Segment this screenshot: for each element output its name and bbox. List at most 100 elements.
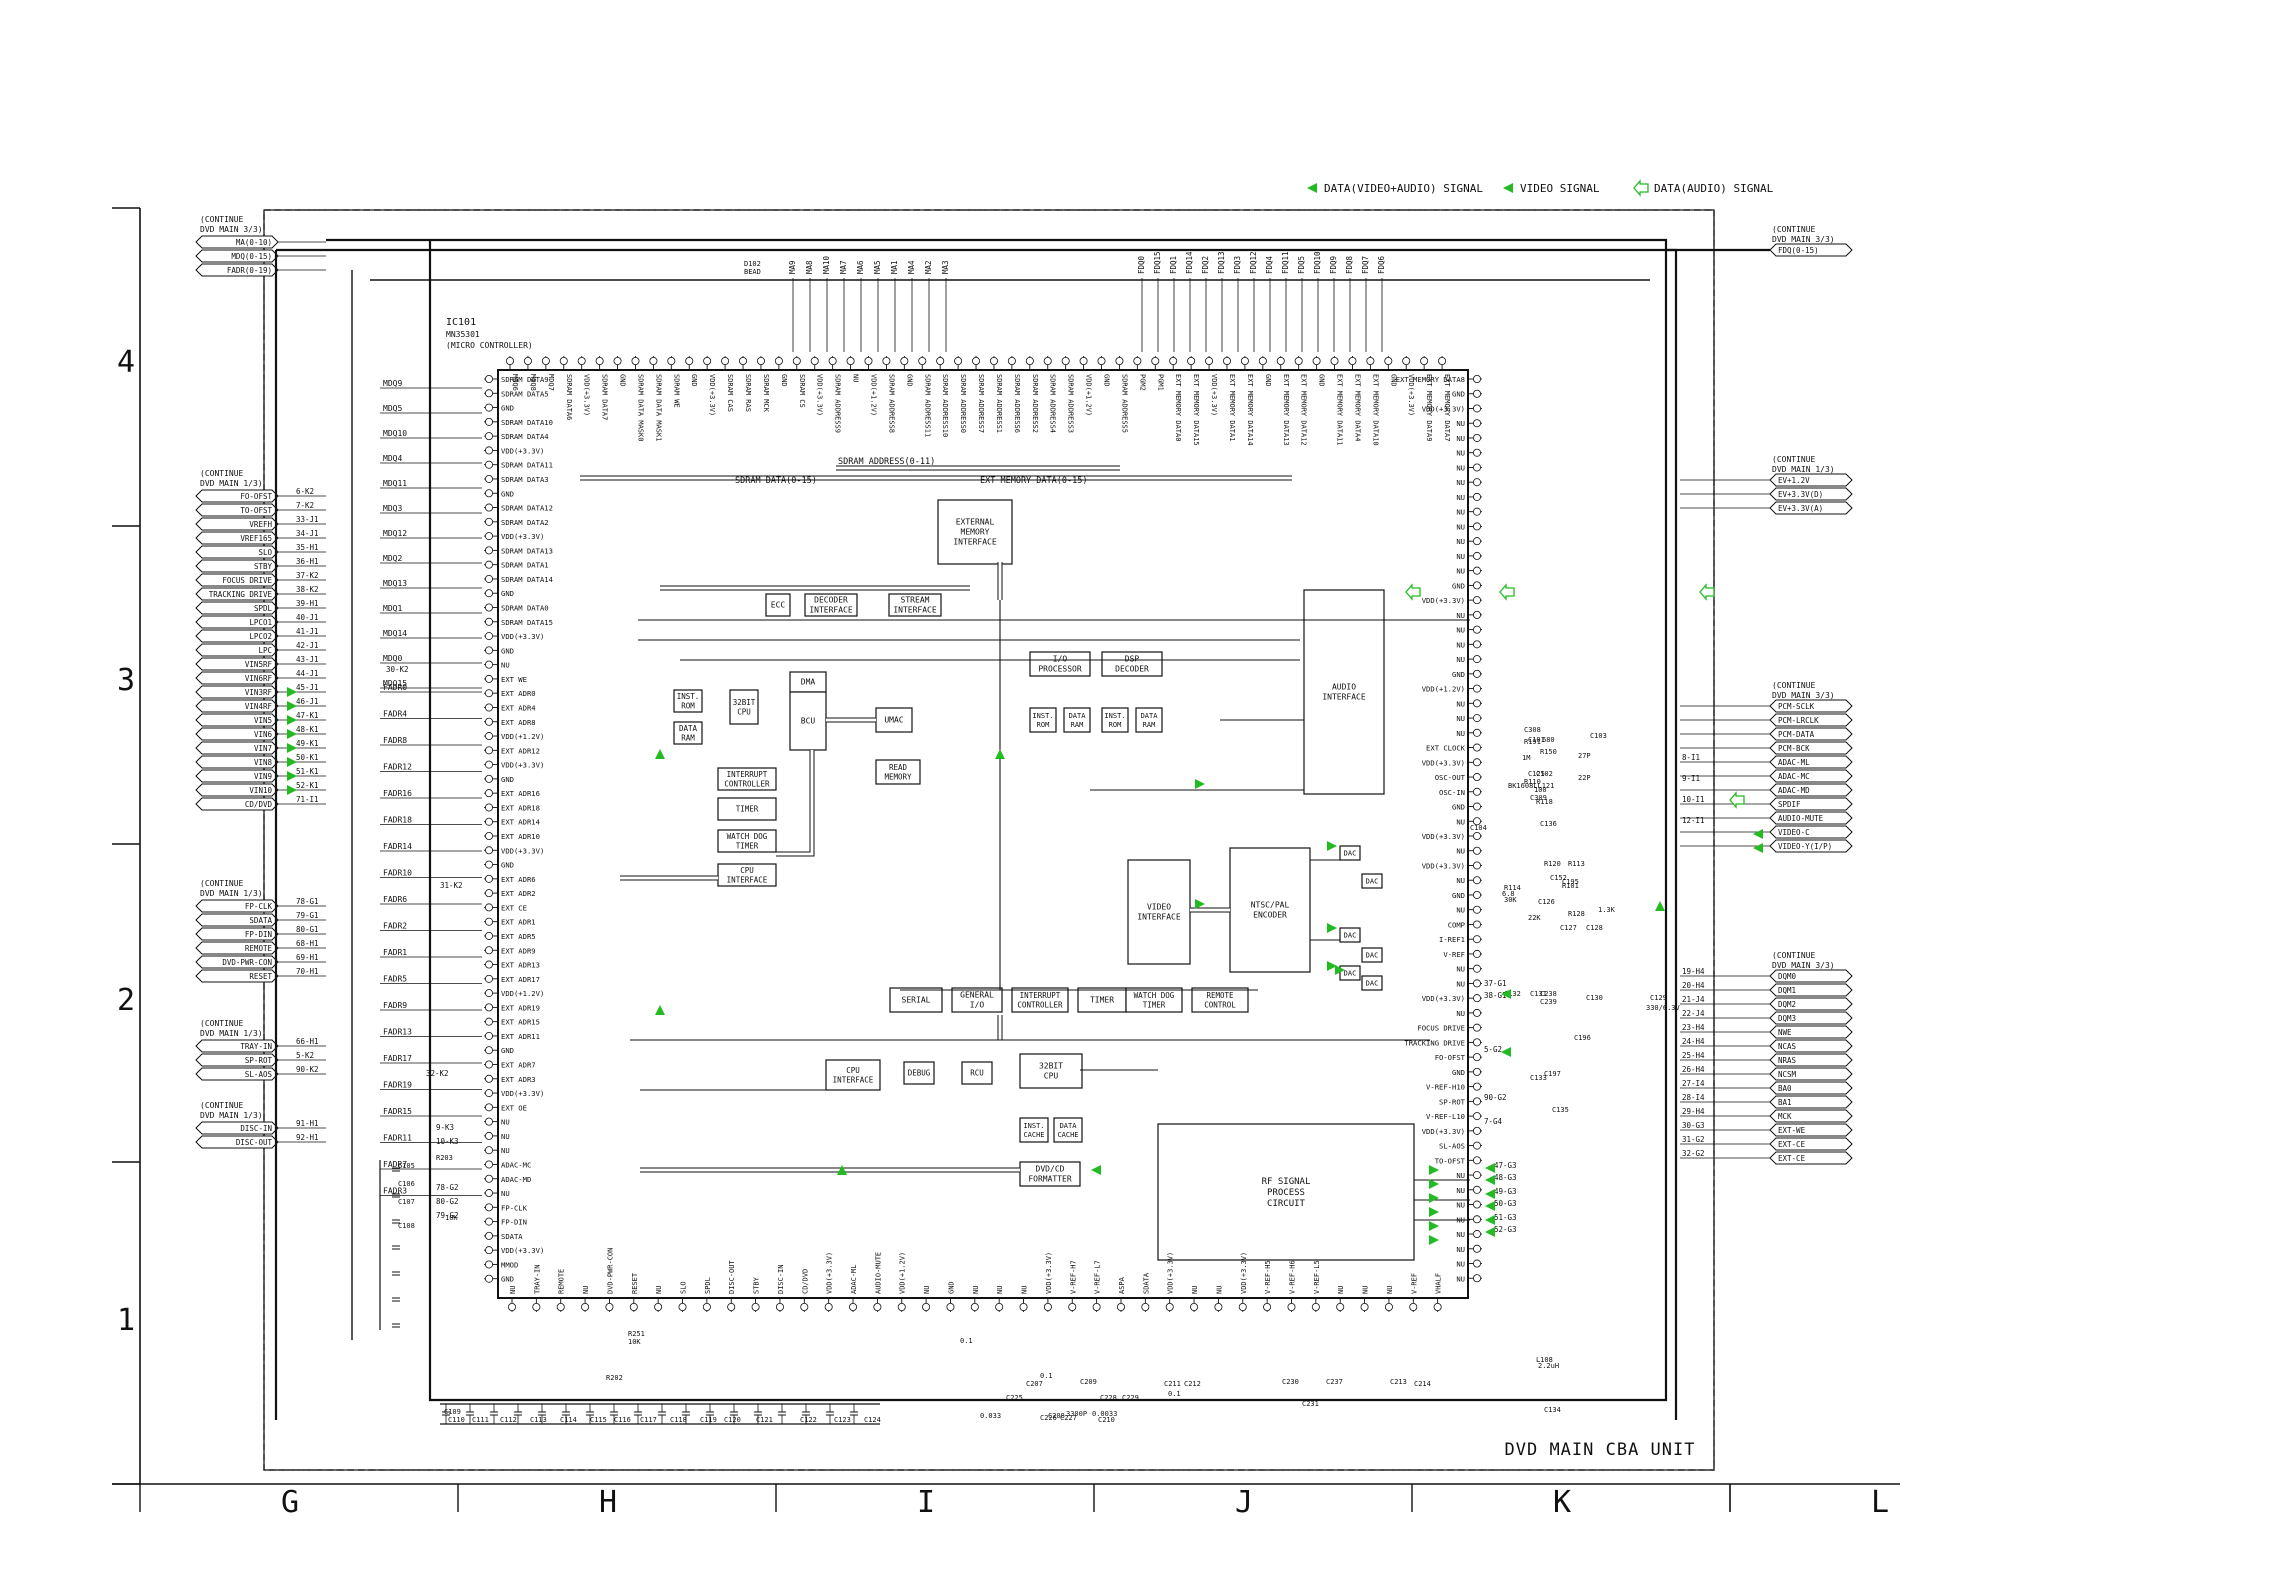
left-pin-name: VDD(+3.3V) [501,846,544,855]
connector-tag [1769,997,1853,1011]
bottom-pin-name: AUDIO-MUTE [874,1252,882,1294]
component-value: BK1608LL121 [1508,782,1554,790]
connector-tag [1769,1137,1853,1151]
left-pin-name: SDRAM DATA2 [501,518,549,527]
connector-tag-label: VREF165 [240,534,272,543]
connector-tag-label: MDQ(0-15) [231,252,272,261]
pin-number-circle [1190,1303,1199,1312]
top-net-label: FDQ6 [1377,255,1386,274]
left-pin-name: NU [501,1118,510,1127]
top-pin-name: SDRAM CAS [726,374,734,412]
signal-arrow [1195,899,1205,909]
top-net-label: MA4 [907,260,916,274]
right-pin-name: TO-OFST [1435,1156,1466,1165]
bottom-pin-name: V-REF-H7 [1069,1260,1077,1294]
connector-ref: 42-J1 [296,641,319,650]
connector-ref: 25-H4 [1682,1051,1705,1060]
pin-number-circle [1312,356,1321,365]
top-net-label: MA9 [788,260,797,274]
block-interrupt-controller-2-label: CONTROLLER [1017,1000,1063,1009]
component-ref: C127 [1560,924,1577,932]
continue-note: (CONTINUE [200,1019,244,1028]
pin-number-circle [1068,1303,1077,1312]
block-cpu-interface [717,863,777,887]
pin-number-circle [1222,356,1231,365]
pin-number-circle [484,846,493,855]
left-pin-name: SDRAM DATA4 [501,432,549,441]
pin-number-circle [559,356,568,365]
right-pin-name: NU [1456,537,1465,546]
pin-number-circle [1360,1303,1369,1312]
connector-tag [1769,797,1853,811]
pin-number-circle [484,389,493,398]
left-pin-name: ADAC-MD [501,1175,531,1184]
left-net-label: FADR10 [383,869,412,878]
pin-number-circle [727,1303,736,1312]
bottom-pin-name: NU [1337,1286,1345,1294]
pin-number-circle [1473,1274,1482,1283]
block-external-memory-interface-label: EXTERNAL [956,518,995,527]
top-net-label: MA1 [890,260,899,274]
connector-ref: 12-I1 [1682,816,1705,825]
block-dac-label: DAC [1366,951,1379,959]
component-value: 6.8 [1502,890,1515,898]
right-pin-name: GND [1452,891,1465,900]
connector-tag-label: STBY [254,562,273,571]
block-data-cache [1053,1117,1083,1143]
connector-ref: 40-J1 [296,613,319,622]
bottom-pin-name: SLO [680,1281,688,1294]
video-signal-arrow [287,743,297,753]
bottom-pin-name: V-REF-H6 [1288,1260,1296,1294]
pin-number-circle [1473,1126,1482,1135]
top-pin-name: SDRAM ADDRESS0 [959,374,967,433]
block-general-io-label: I/O [970,1001,985,1010]
connector-ref: 10-I1 [1682,795,1705,804]
connector-tag-label: NCAS [1778,1042,1797,1051]
pin-number-circle [1473,669,1482,678]
left-pin-name: GND [501,489,514,498]
net-cross-ref: 30-K2 [386,665,409,674]
pin-number-circle [484,1203,493,1212]
block-inst-rom-label: INST. [677,692,700,701]
left-net-label: MDQ11 [383,479,407,488]
pin-number-circle [1473,714,1482,723]
connector-tag-label: VIN9 [254,772,272,781]
video-signal-arrow [1485,1163,1495,1173]
bottom-pin-name: ADAC-ML [850,1264,858,1294]
block-general-io-label: GENERAL [960,991,994,1000]
pin-number-circle [828,356,837,365]
block-dac [1361,947,1383,963]
block-dma-label: DMA [801,678,816,687]
block-timer-2-label: TIMER [1090,996,1114,1005]
pin-number-circle [721,356,730,365]
pin-number-circle [685,356,694,365]
right-pin-name: NU [1456,1186,1465,1195]
connector-ref: 35-H1 [296,543,319,552]
continue-note: DVD MAIN 1/3) [200,889,263,898]
connector-tag-label: EV+3.3V(A) [1778,504,1823,513]
left-pin-name: SDRAM DATA1 [501,561,549,570]
left-pin-name: GND [501,861,514,870]
top-net-label: MA3 [941,260,950,274]
pin-number-circle [703,356,712,365]
bottom-pin-name: VDD(+3.3V) [826,1252,834,1294]
component-ref: C121 [756,1416,773,1424]
connector-ref: 32-G2 [1682,1149,1705,1158]
component-value: 22K [1528,914,1541,922]
pin-number-circle [756,356,765,365]
left-net-label: FADR9 [383,1001,407,1010]
component-ref: C197 [1544,1070,1561,1078]
pin-number-circle [629,1303,638,1312]
pin-number-circle [1473,1053,1482,1062]
net-cross-ref: 51-G3 [1494,1213,1517,1222]
top-pin-name: SDRAM DATA MASK1 [654,374,662,441]
pin-number-circle [484,617,493,626]
connector-tag-label: DQM3 [1778,1014,1796,1023]
block-data-cache-label: CACHE [1057,1131,1078,1139]
signal-arrow [1195,779,1205,789]
component-ref: C126 [1538,898,1555,906]
top-net-label: FDQ12 [1249,251,1258,274]
top-net-label: MA6 [856,260,865,274]
pin-number-circle [654,1303,663,1312]
pin-number-circle [484,874,493,883]
